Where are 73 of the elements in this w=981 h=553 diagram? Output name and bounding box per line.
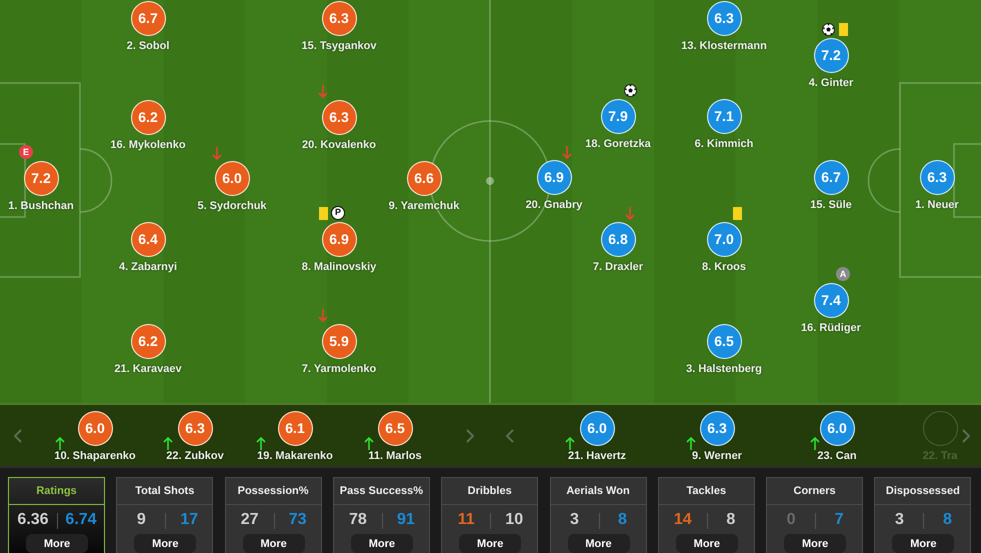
more-button: More — [892, 534, 954, 553]
player-name: 9. Yaremchuk — [388, 200, 460, 212]
player-name: 7. Yarmolenko — [302, 362, 376, 376]
more-button: More — [242, 534, 305, 553]
player-name: 21. Karavaev — [114, 362, 182, 376]
stat-panel — [658, 477, 755, 553]
stat-value: 91 — [397, 512, 415, 528]
player-name: 13. Klostermann — [681, 40, 767, 52]
stat-panel — [116, 477, 214, 553]
more-button: More — [350, 534, 413, 553]
stat-title: Aerials Won — [550, 478, 646, 505]
player-name: 15. Tsygankov — [302, 40, 376, 52]
stat-value: 3 — [570, 512, 579, 528]
stat-title: Total Shots — [117, 478, 212, 505]
stat-title: Pass Success% — [334, 478, 429, 505]
player-name: 19. Makarenko — [257, 450, 333, 462]
stat-title: Dispossessed — [875, 478, 970, 505]
more-button: More — [134, 534, 196, 553]
player-name: 6. Kimmich — [694, 138, 754, 150]
stat-panel — [332, 477, 430, 553]
player-name: 2. Sobol — [126, 40, 170, 52]
player-name: 15. Süle — [810, 198, 852, 212]
stat-value: 6.74 — [65, 512, 97, 528]
player-name: 22. Zubkov — [166, 450, 224, 462]
player-name: 9. Werner — [692, 450, 742, 462]
stat-title: Ratings — [9, 478, 104, 505]
stat-value: 8 — [942, 512, 952, 528]
stat-value: 78 — [349, 512, 367, 528]
stat-panel — [874, 477, 972, 553]
stat-value: 10 — [505, 512, 524, 528]
stat-value: 6.36 — [17, 512, 49, 528]
stat-title: Dribbles — [442, 478, 538, 505]
player-name: 18. Goretzka — [585, 138, 651, 150]
player-name: 11. Marlos — [368, 450, 422, 462]
stat-panel — [441, 477, 538, 553]
player-name: 4. Zabarnyi — [118, 260, 178, 274]
player-name: 4. Ginter — [808, 76, 854, 90]
player-name: 5. Sydorchuk — [197, 200, 267, 212]
stat-panel — [550, 477, 646, 553]
player-name: 8. Kroos — [702, 260, 746, 274]
stat-value: 3 — [894, 512, 904, 528]
stat-value: 7 — [834, 512, 844, 528]
stat-value: 27 — [240, 512, 258, 528]
player-name: 1. Neuer — [915, 198, 959, 212]
player-name: 20. Gnabry — [526, 198, 582, 212]
stat-title: Corners — [767, 478, 862, 505]
stat-value: 8 — [726, 512, 736, 528]
stat-value: 73 — [288, 512, 306, 528]
stat-panel — [766, 477, 864, 553]
more-button: More — [676, 534, 738, 553]
player-name: 10. Shaparenko — [54, 450, 136, 462]
stat-panel — [224, 477, 322, 553]
more-button: More — [568, 534, 630, 553]
player-name: 3. Halstenberg — [686, 362, 762, 376]
player-name: 7. Draxler — [592, 260, 644, 274]
stat-value: 9 — [136, 512, 146, 528]
stat-value: 14 — [674, 512, 692, 528]
player-name: 1. Bushchan — [8, 200, 74, 212]
more-button: More — [784, 534, 846, 553]
player-name: 8. Malinovskiy — [302, 260, 376, 274]
stat-title: Tackles — [658, 478, 754, 505]
player-name: 16. Rüdiger — [801, 322, 861, 334]
player-name: 23. Can — [817, 450, 857, 462]
stat-value: 17 — [180, 512, 198, 528]
more-button: More — [26, 534, 88, 553]
player-name: 21. Havertz — [568, 450, 626, 462]
stat-title: Possession% — [226, 478, 321, 505]
stat-value: 8 — [618, 512, 627, 528]
player-name: 20. Kovalenko — [302, 138, 376, 152]
stat-value: 11 — [458, 512, 475, 528]
stat-panel — [8, 477, 105, 553]
player-name: 16. Mykolenko — [110, 138, 186, 152]
more-button: More — [459, 534, 522, 553]
